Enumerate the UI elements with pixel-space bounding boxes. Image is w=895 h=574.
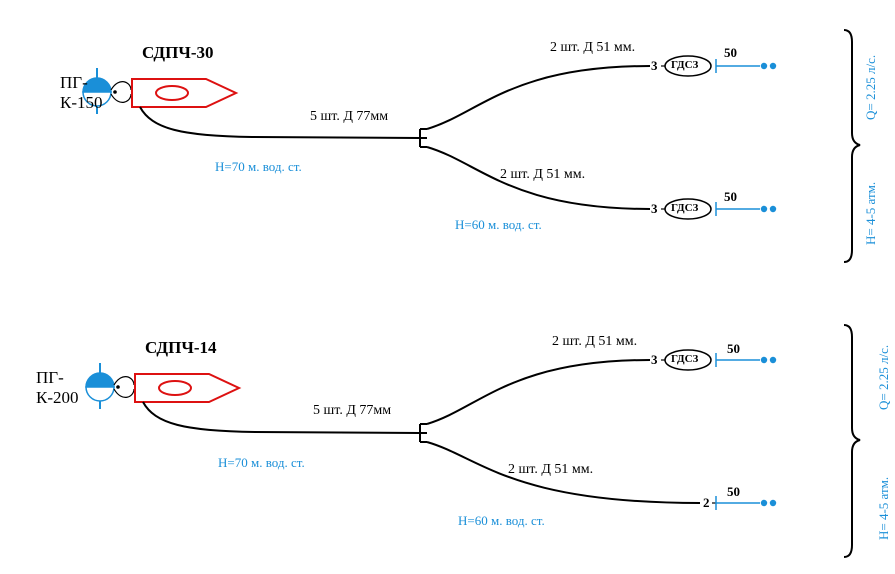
- hydrant-model-label: К-150: [60, 93, 103, 112]
- hose-count-label: 3: [651, 201, 658, 216]
- pressure-range-label: Н= 4-5 атм.: [863, 181, 878, 245]
- diameter-label: 50: [727, 484, 740, 499]
- connection-dot: [113, 90, 117, 94]
- nozzle-dot: [760, 62, 768, 70]
- connection-dot: [116, 385, 120, 389]
- nozzle-dot: [760, 356, 768, 364]
- bracket: [843, 324, 861, 558]
- suction-hose: [113, 388, 135, 398]
- hose-count-label: 2: [703, 495, 710, 510]
- branch-hose-label: 2 шт. Д 51 мм.: [552, 334, 638, 349]
- hydrant-icon: [85, 372, 115, 388]
- nozzle-dot: [760, 499, 768, 507]
- pump-icon: [158, 380, 192, 396]
- branch-hose-label: 2 шт. Д 51 мм.: [508, 462, 594, 477]
- unit-name: СДПЧ-14: [145, 338, 217, 357]
- branch-fitting: [419, 423, 427, 443]
- hose-count-label: 3: [651, 352, 658, 367]
- main-hose-line: [139, 106, 421, 139]
- nozzle-dot: [769, 62, 777, 70]
- nozzle-dot: [769, 499, 777, 507]
- hydrant-icon: [85, 386, 115, 402]
- diameter-label: 50: [724, 189, 737, 204]
- hose-count-label: 3: [651, 58, 658, 73]
- nozzle-label: ГДСЗ: [671, 59, 699, 71]
- main-hose-label: 5 шт. Д 77мм: [310, 109, 389, 124]
- suction-hose: [110, 81, 132, 91]
- main-pressure-label: Н=70 м. вод. ст.: [218, 455, 305, 470]
- branch-hose-label: 2 шт. Д 51 мм.: [500, 167, 586, 182]
- main-hose-label: 5 шт. Д 77мм: [313, 403, 392, 418]
- diameter-label: 50: [727, 341, 740, 356]
- branch-pressure-label: Н=60 м. вод. ст.: [458, 513, 545, 528]
- pump-icon: [155, 85, 189, 101]
- unit-name: СДПЧ-30: [142, 43, 214, 62]
- flow-rate-label: Q= 2.25 л/с.: [876, 344, 891, 410]
- main-hose-line: [142, 401, 421, 434]
- branch-hose-label: 2 шт. Д 51 мм.: [550, 40, 636, 55]
- hydrant-icon: [82, 91, 112, 107]
- branch-hose-line: [426, 441, 701, 504]
- diameter-label: 50: [724, 45, 737, 60]
- branch-hose-line: [426, 359, 651, 425]
- nozzle-label: ГДСЗ: [671, 202, 699, 214]
- hydrant-model-label: К-200: [36, 388, 79, 407]
- hydrant-icon: [82, 77, 112, 93]
- suction-hose: [110, 93, 132, 103]
- main-pressure-label: Н=70 м. вод. ст.: [215, 159, 302, 174]
- branch-hose-line: [426, 146, 651, 210]
- nozzle-dot: [769, 356, 777, 364]
- hydrant-type-label: ПГ-: [60, 73, 88, 92]
- branch-pressure-label: Н=60 м. вод. ст.: [455, 217, 542, 232]
- fire-engine-icon: [134, 373, 242, 403]
- pressure-range-label: Н= 4-5 атм.: [876, 476, 891, 540]
- flow-rate-label: Q= 2.25 л/с.: [863, 54, 878, 120]
- bracket: [843, 29, 861, 263]
- nozzle-label: ГДСЗ: [671, 353, 699, 365]
- nozzle-dot: [760, 205, 768, 213]
- branch-hose-line: [426, 65, 651, 130]
- branch-fitting: [419, 128, 427, 148]
- fire-engine-icon: [131, 78, 239, 108]
- hydrant-type-label: ПГ-: [36, 368, 64, 387]
- nozzle-dot: [769, 205, 777, 213]
- suction-hose: [113, 376, 135, 386]
